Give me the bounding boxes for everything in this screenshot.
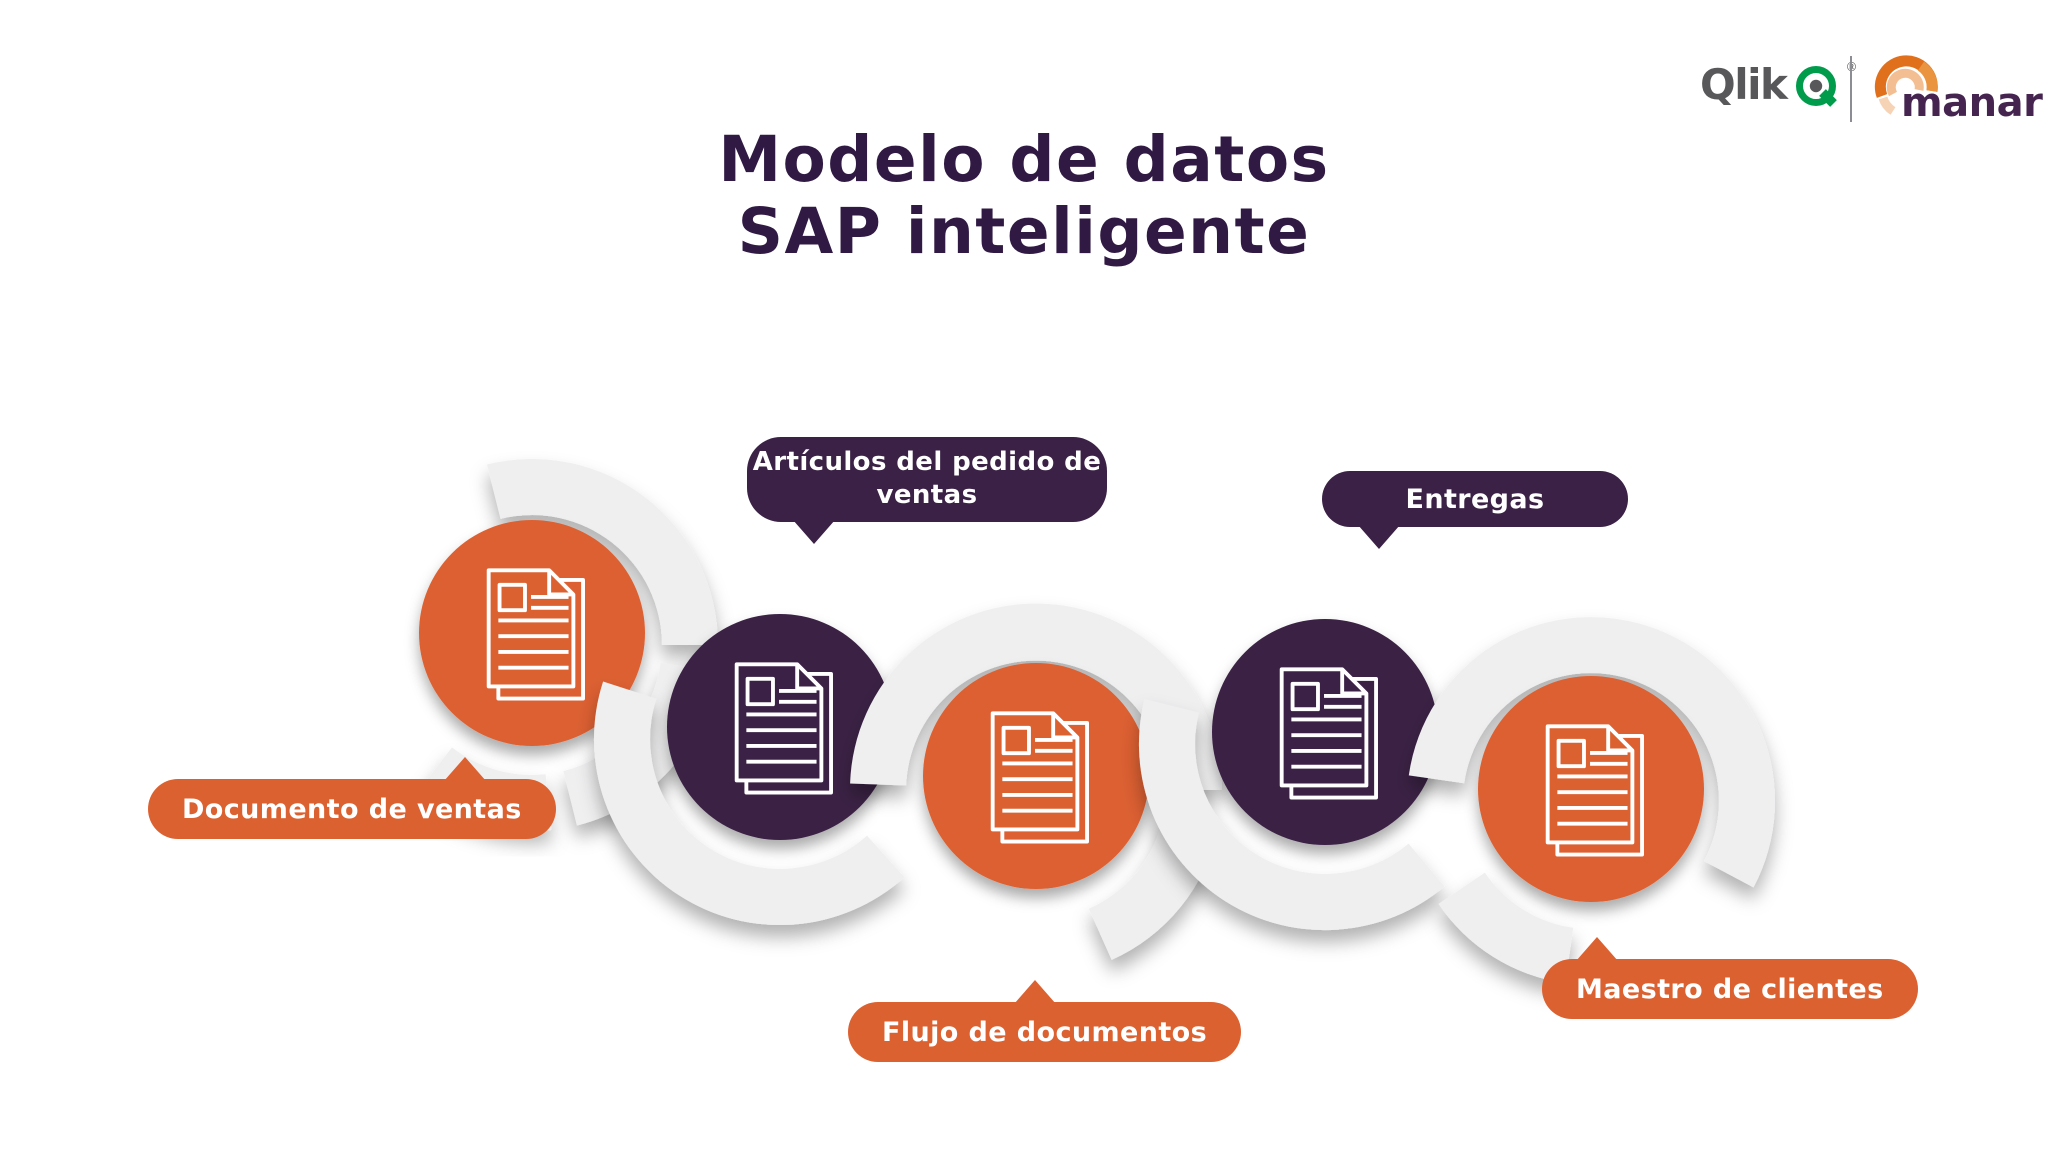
swirl-ring-segment-2-1 bbox=[593, 681, 905, 926]
manar-arc-icon bbox=[1874, 55, 1938, 115]
manar-logo: manar bbox=[1868, 50, 2044, 128]
label-articulos-del-pedido-de-ventas: Artículos del pedido de ventas bbox=[747, 437, 1107, 544]
qlik-logo-text: Qlik bbox=[1700, 60, 1788, 109]
label-maestro-de-clientes: Maestro de clientes bbox=[1542, 937, 1918, 1019]
callout-tail bbox=[793, 519, 835, 544]
swirl-ring-segment-3-1 bbox=[850, 603, 1223, 790]
document-icon bbox=[1545, 724, 1644, 857]
swirl-ring-segment-1-1 bbox=[487, 458, 718, 645]
label-entregas: Entregas bbox=[1322, 471, 1628, 549]
label-text: Entregas bbox=[1405, 483, 1545, 515]
swirl-ring-segment-5-2 bbox=[1438, 872, 1574, 984]
callout-tail bbox=[1576, 937, 1618, 961]
page-title: Modelo de datos SAP inteligente bbox=[0, 124, 2048, 268]
callout-tail bbox=[1358, 525, 1400, 549]
swirl-ring-segment-5-1 bbox=[1408, 617, 1775, 888]
label-text: Documento de ventas bbox=[182, 793, 522, 825]
label-text: Maestro de clientes bbox=[1576, 973, 1884, 1005]
document-icon bbox=[1279, 667, 1378, 800]
swirl-ring-segment-4-1 bbox=[1138, 699, 1445, 931]
page-title-line1: Modelo de datos bbox=[718, 123, 1330, 196]
label-flujo-de-documentos: Flujo de documentos bbox=[848, 980, 1242, 1062]
label-text: Flujo de documentos bbox=[882, 1016, 1208, 1048]
callout-tail bbox=[1014, 980, 1056, 1004]
logo-divider bbox=[1850, 56, 1852, 122]
manar-logo-text: manar bbox=[1901, 80, 2043, 126]
label-text: Artículos del pedido de ventas bbox=[752, 447, 1102, 511]
document-icon bbox=[486, 568, 585, 701]
qlik-logo: Qlik ® bbox=[1700, 58, 1857, 112]
page-title-line2: SAP inteligente bbox=[737, 194, 1311, 268]
document-icon bbox=[990, 711, 1089, 844]
callout-tail bbox=[444, 757, 486, 781]
qlik-q-icon bbox=[1796, 66, 1838, 107]
document-icon bbox=[734, 662, 833, 795]
label-documento-de-ventas: Documento de ventas bbox=[148, 757, 556, 839]
